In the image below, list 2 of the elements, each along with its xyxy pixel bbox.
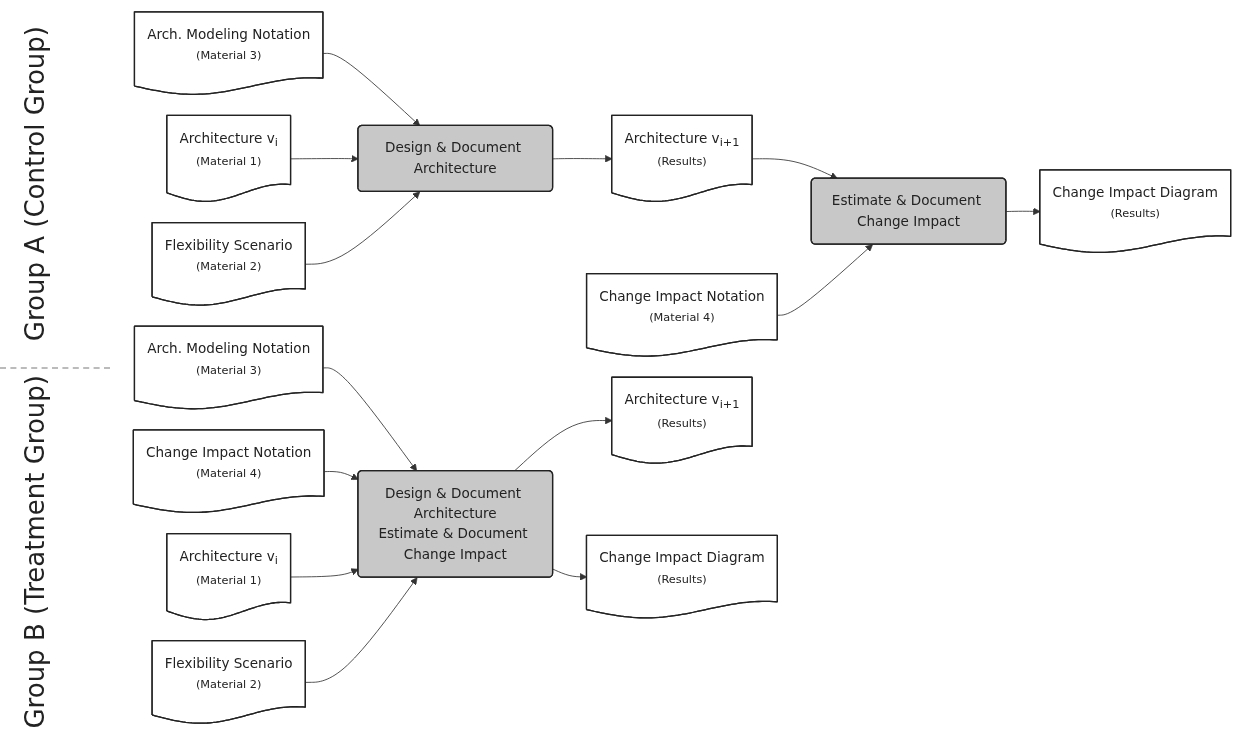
group-label: Group A (Control Group)	[20, 25, 51, 341]
group-label: Group B (Treatment Group)	[20, 375, 51, 729]
